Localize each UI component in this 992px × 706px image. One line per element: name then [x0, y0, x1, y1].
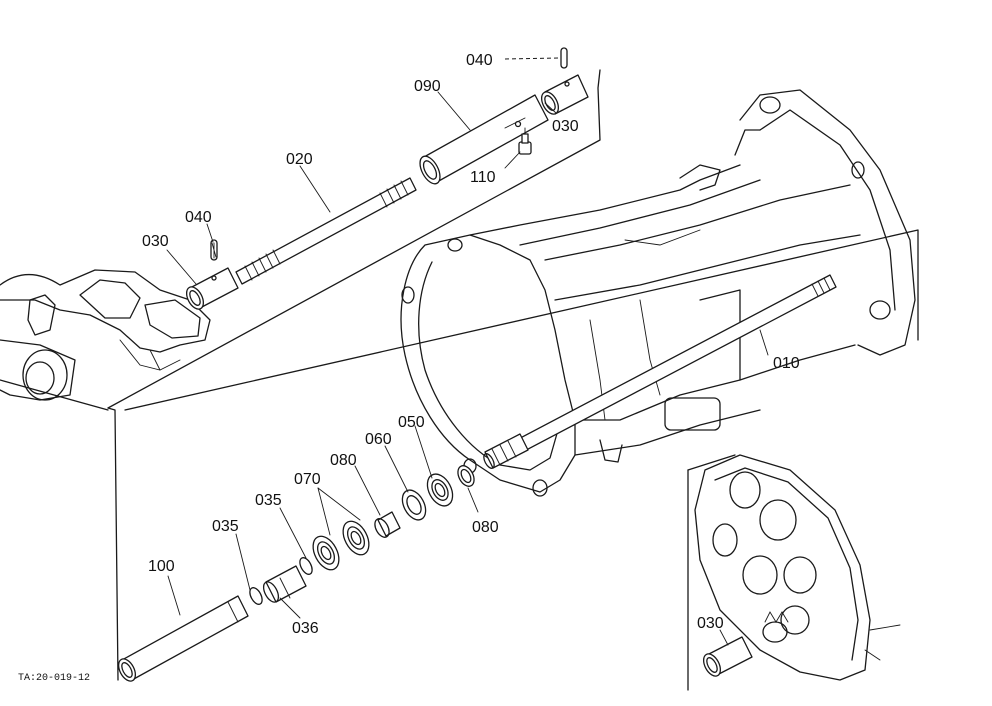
collar-036: [262, 565, 307, 603]
pin-040-top: [560, 47, 568, 69]
sleeve-090: [419, 94, 549, 185]
callout-035-b: 035: [212, 518, 239, 535]
callout-010: 010: [773, 355, 800, 372]
grease-fitting-110: [518, 127, 532, 155]
figure-code: TA:20-019-12: [18, 673, 90, 684]
callout-036: 036: [292, 620, 319, 637]
cover-plate: [694, 454, 901, 681]
left-housing: [0, 269, 211, 401]
callout-110: 110: [470, 169, 496, 186]
callout-070: 070: [294, 471, 321, 488]
shaft-010: [483, 274, 837, 469]
tube-100: [117, 595, 249, 682]
callout-labels: 040 090 030 110 020 040 030 010 050 060 …: [142, 52, 800, 637]
callout-035-a: 035: [255, 492, 282, 509]
callout-020: 020: [286, 151, 313, 168]
bearing-050: [426, 473, 454, 507]
bushing-030-top: [540, 74, 589, 115]
pin-040-left: [210, 239, 218, 261]
circlip-035-right: [299, 557, 313, 575]
bushing-030-left: [185, 267, 239, 310]
bearing-070-a: [342, 520, 370, 556]
callout-030-left: 030: [142, 233, 169, 250]
callout-050: 050: [398, 414, 425, 431]
collar-080-upper: [457, 465, 475, 487]
callout-060: 060: [365, 431, 392, 448]
frame-lines: [0, 69, 919, 691]
callout-030-bottom: 030: [697, 615, 724, 632]
collar-080-lower: [374, 511, 401, 538]
leader-lines: [166, 57, 769, 646]
callout-040-left: 040: [185, 209, 212, 226]
ring-060: [401, 489, 427, 521]
bushing-030-bottom: [702, 636, 753, 677]
callout-080-upper: 080: [330, 452, 357, 469]
callout-100: 100: [148, 558, 175, 575]
bearing-070-b: [312, 535, 340, 571]
callout-040-top: 040: [466, 52, 493, 69]
callout-030-top: 030: [552, 118, 579, 135]
callout-090: 090: [414, 78, 441, 95]
circlip-035-left: [249, 587, 263, 605]
callout-080-lower: 080: [472, 519, 499, 536]
shaft-020: [235, 177, 417, 285]
transmission-case: [400, 89, 916, 497]
